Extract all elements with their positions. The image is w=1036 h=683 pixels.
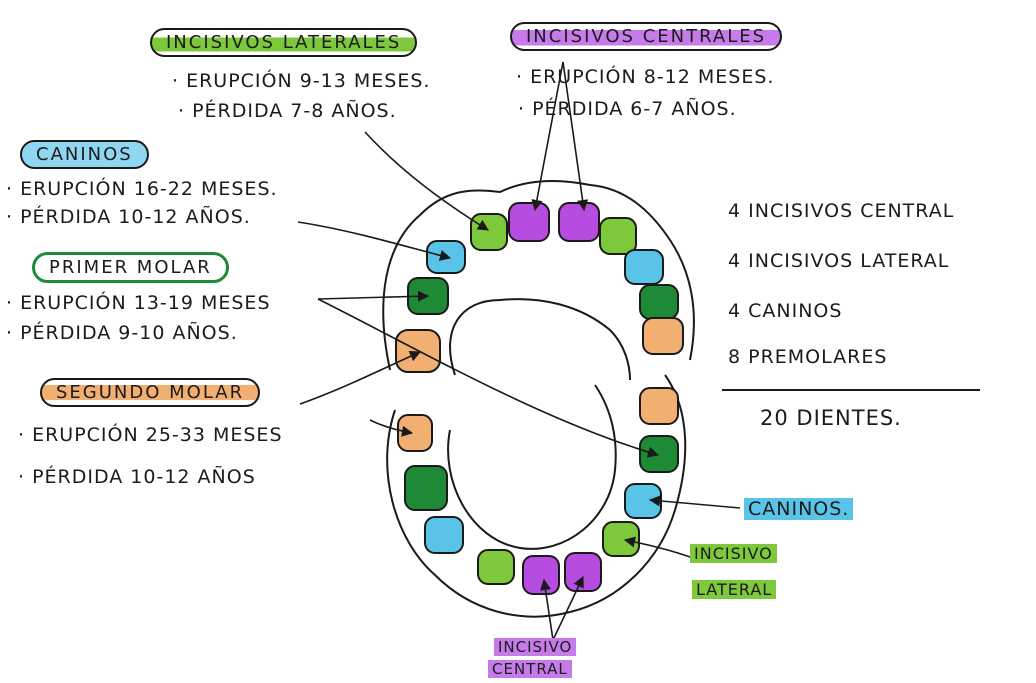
tooth-second-molar-upper-right <box>642 317 684 355</box>
summary-canines: 4 CANINOS <box>728 300 843 322</box>
summary-central-incisors: 4 INCISIVOS CENTRAL <box>728 200 955 222</box>
lateral-incisors-loss: · PÉRDIDA 7-8 AÑOS. <box>178 100 397 122</box>
callout-central-line2-text: CENTRAL <box>488 660 572 678</box>
tooth-lateral-lower-right <box>602 521 640 557</box>
tooth-lateral-upper-right <box>599 217 637 255</box>
arrow-second-molar-lower <box>369 419 414 437</box>
tooth-lateral-lower-left <box>477 549 515 585</box>
second-molar-eruption: · ERUPCIÓN 25-33 MESES <box>18 424 283 446</box>
callout-canines: CANINOS. <box>744 498 854 520</box>
upper-teeth <box>395 202 684 373</box>
tooth-lateral-upper-left <box>470 213 508 251</box>
callout-lateral-line2: LATERAL <box>692 580 777 599</box>
first-molar-title: PRIMER MOLAR <box>32 252 229 283</box>
arrow-central-upper-left <box>531 61 564 212</box>
callout-central-line1: INCISIVO <box>494 638 577 656</box>
lower-arch <box>386 374 687 618</box>
callout-lateral-line1: INCISIVO <box>690 544 777 563</box>
summary-total: 20 DIENTES. <box>760 406 902 430</box>
arrow-first-molar-upper <box>317 290 430 302</box>
tooth-first-molar-upper-right <box>639 284 679 320</box>
callout-canines-text: CANINOS. <box>744 498 854 520</box>
tooth-canine-lower-left <box>424 516 464 554</box>
arrow-second-molar-upper <box>299 351 422 405</box>
lower-teeth <box>397 387 679 595</box>
tooth-first-molar-lower-right <box>639 435 679 473</box>
arrow-central-lower-right <box>552 575 584 641</box>
second-molar-loss: · PÉRDIDA 10-12 AÑOS <box>18 466 256 488</box>
callout-central-line1-text: INCISIVO <box>494 638 577 656</box>
central-incisors-eruption: · ERUPCIÓN 8-12 MESES. <box>516 66 775 88</box>
arrow-first-molar-lower <box>317 298 660 458</box>
canines-title: CANINOS <box>20 140 149 169</box>
tooth-central-lower-right <box>564 552 602 592</box>
central-incisors-loss: · PÉRDIDA 6-7 AÑOS. <box>518 98 737 120</box>
arrow-lateral-upper <box>364 131 489 231</box>
tooth-central-upper-left <box>508 202 550 242</box>
callout-lateral-line1-text: INCISIVO <box>690 544 777 563</box>
tooth-central-lower-left <box>522 555 560 595</box>
canines-eruption: · ERUPCIÓN 16-22 MESES. <box>6 178 278 200</box>
central-incisors-title: INCISIVOS CENTRALES <box>510 22 783 51</box>
callout-lateral-line2-text: LATERAL <box>692 580 777 599</box>
tooth-first-molar-lower-left <box>404 465 448 511</box>
arrows <box>297 61 741 641</box>
canines-loss: · PÉRDIDA 10-12 AÑOS. <box>6 206 251 228</box>
first-molar-eruption: · ERUPCIÓN 13-19 MESES <box>6 292 271 314</box>
lateral-incisors-eruption: · ERUPCIÓN 9-13 MESES. <box>172 70 431 92</box>
summary-divider <box>722 389 980 391</box>
summary-lateral-incisors: 4 INCISIVOS LATERAL <box>728 250 950 272</box>
summary-premolars: 8 PREMOLARES <box>728 346 888 368</box>
arrow-central-upper-right <box>562 61 589 212</box>
arrow-lateral-lower <box>623 536 691 558</box>
upper-arch <box>382 179 695 381</box>
tooth-second-molar-lower-left <box>397 414 433 452</box>
tooth-canine-upper-right <box>624 249 664 285</box>
arrow-canine-upper <box>297 221 452 261</box>
arrow-central-lower-left <box>539 578 554 641</box>
tooth-central-upper-right <box>558 202 600 242</box>
second-molar-title: SEGUNDO MOLAR <box>40 378 261 407</box>
tooth-second-molar-lower-right <box>639 387 679 425</box>
first-molar-loss: · PÉRDIDA 9-10 AÑOS. <box>6 322 238 344</box>
lateral-incisors-title: INCISIVOS LATERALES <box>150 28 418 57</box>
callout-central-line2: CENTRAL <box>488 660 572 678</box>
arrow-canine-lower <box>648 495 741 509</box>
